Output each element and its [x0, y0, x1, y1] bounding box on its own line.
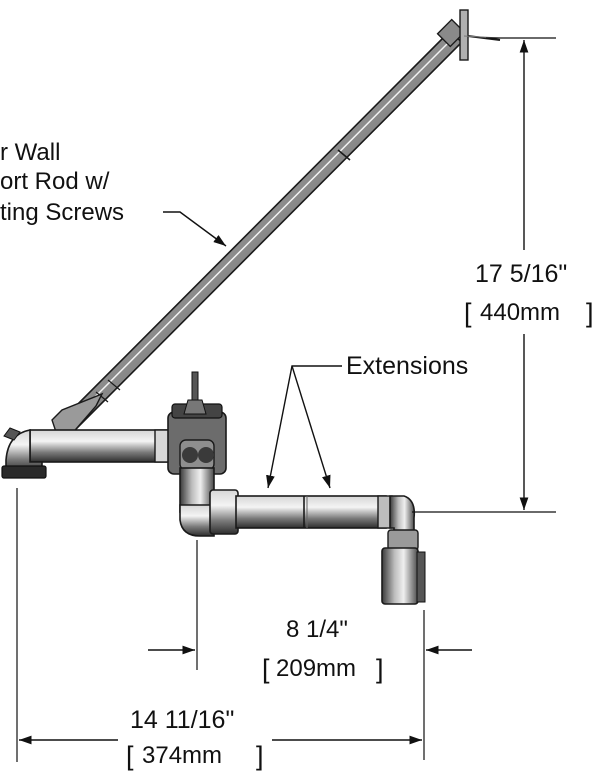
reach-dimension: [148, 540, 472, 760]
riser-elbow: [179, 467, 239, 537]
extension-pipe: [235, 495, 393, 529]
overall-imperial-label: 14 11/16": [130, 706, 234, 734]
reach-imperial-label: 8 1/4": [286, 616, 348, 643]
overall-bracket-open: [: [126, 741, 134, 771]
height-dimension: [412, 37, 556, 513]
support-rod-label-line2: ort Rod w/: [0, 168, 110, 195]
extensions-leader: [266, 365, 342, 489]
support-rod-leader: [163, 211, 227, 247]
height-imperial-label: 17 5/16": [475, 260, 567, 288]
spout: [1, 427, 174, 479]
height-bracket-close: ]: [586, 298, 594, 328]
support-rod: [51, 30, 464, 439]
support-rod-label-line1: r Wall: [0, 139, 60, 166]
reach-bracket-close: ]: [376, 654, 384, 684]
height-metric-label: 440mm: [480, 299, 560, 326]
wall-flange: [381, 495, 426, 605]
overall-bracket-close: ]: [256, 741, 264, 771]
extensions-label: Extensions: [346, 352, 468, 380]
reach-bracket-open: [: [262, 654, 270, 684]
valve-body: [167, 371, 227, 475]
overall-metric-label: 374mm: [142, 742, 222, 769]
reach-metric-label: 209mm: [276, 655, 356, 682]
height-bracket-open: [: [464, 298, 472, 328]
support-rod-label-line3: ting Screws: [0, 199, 124, 226]
overall-dimension: [16, 488, 422, 762]
